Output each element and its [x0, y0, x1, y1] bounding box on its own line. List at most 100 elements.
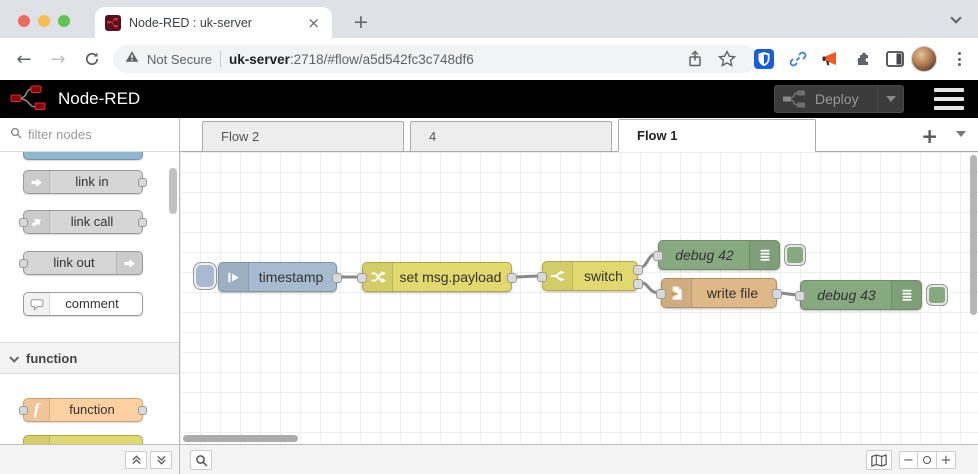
search-icon	[10, 126, 22, 144]
node-output-port	[138, 178, 147, 187]
palette-node-link-call[interactable]: link call	[19, 210, 147, 234]
palette-node-label: function	[69, 402, 115, 417]
inject-button[interactable]	[193, 262, 217, 290]
megaphone-extension-icon[interactable]	[819, 48, 841, 70]
flow-tab-label: Flow 1	[637, 128, 678, 143]
expand-all-categories-button[interactable]	[150, 451, 172, 469]
node-output-port[interactable]	[507, 273, 517, 283]
palette-node-comment[interactable]: comment	[23, 292, 143, 316]
node-label: write file	[706, 285, 759, 301]
back-button[interactable]: ←	[16, 48, 32, 70]
node-switch[interactable]: switch	[537, 261, 643, 291]
node-input-port[interactable]	[537, 272, 547, 282]
node-debug-42[interactable]: debug 42	[653, 240, 780, 270]
forward-button[interactable]: →	[50, 48, 66, 70]
browser-menu-icon[interactable]	[952, 48, 966, 70]
deploy-label: Deploy	[815, 91, 859, 107]
main-menu-icon[interactable]	[934, 88, 964, 110]
bookmark-star-icon[interactable]	[716, 48, 738, 70]
node-input-port[interactable]	[653, 251, 663, 261]
node-write-file[interactable]: write file	[656, 278, 782, 308]
palette-category-function[interactable]: function	[0, 342, 179, 374]
node-debug-43[interactable]: debug 43	[795, 280, 922, 310]
palette-filter[interactable]	[0, 118, 179, 152]
switch-icon	[543, 262, 573, 290]
address-bar[interactable]: Not Secure uk-server:2718/#flow/a5d542fc…	[113, 45, 757, 73]
node-change-set-msg-payload[interactable]: set msg.payload	[357, 262, 517, 292]
browser-tab-strip: Node-RED : uk-server × +	[0, 0, 978, 38]
node-input-port	[19, 259, 28, 268]
node-inject-timestamp[interactable]: timestamp	[218, 262, 342, 292]
flow-tab-bar: Flow 2 4 Flow 1 +	[180, 118, 978, 152]
flow-tab[interactable]: Flow 2	[202, 121, 404, 151]
link-out-icon	[116, 252, 142, 274]
profile-avatar[interactable]	[911, 46, 937, 72]
node-red-favicon	[105, 14, 121, 31]
add-flow-button[interactable]: +	[921, 124, 938, 148]
palette-node-link-in[interactable]: link in	[23, 170, 147, 194]
node-output-port[interactable]	[332, 273, 342, 283]
canvas-horizontal-scrollbar[interactable]	[183, 435, 298, 442]
flow-tab-active[interactable]: Flow 1	[618, 119, 816, 152]
node-label: debug 43	[817, 287, 876, 303]
debug-icon	[891, 281, 921, 309]
search-flows-button[interactable]	[190, 450, 212, 470]
new-tab-button[interactable]: +	[353, 11, 369, 33]
node-output-port-1[interactable]	[633, 265, 643, 275]
link-in-icon	[24, 171, 50, 193]
flow-tab-label: Flow 2	[221, 129, 260, 144]
link-call-icon	[24, 211, 50, 233]
window-zoom-button[interactable]	[58, 15, 70, 27]
node-label: set msg.payload	[399, 269, 502, 285]
debug-toggle-button[interactable]	[784, 244, 806, 266]
node-label: switch	[584, 268, 623, 284]
palette-node-function[interactable]: f function	[19, 398, 147, 422]
node-output-port[interactable]	[772, 289, 782, 299]
flow-tab-label: 4	[429, 129, 437, 144]
browser-toolbar: ← → Not Secure uk-server:2718/#flow/a5d5…	[0, 38, 978, 80]
reload-button[interactable]	[80, 47, 104, 71]
debug-toggle-button[interactable]	[926, 284, 948, 306]
palette-node-clipped-top[interactable]	[23, 152, 143, 160]
workspace-footer: − +	[180, 445, 978, 474]
flow-tab[interactable]: 4	[410, 121, 612, 151]
chevron-down-icon[interactable]	[950, 12, 962, 24]
node-output-port-2[interactable]	[633, 279, 643, 289]
url-host: uk-server	[229, 51, 290, 67]
palette-filter-input[interactable]	[28, 127, 158, 142]
flow-canvas[interactable]: timestamp set msg.payload switch	[180, 152, 978, 444]
node-input-port[interactable]	[795, 291, 805, 301]
collapse-all-categories-button[interactable]	[125, 451, 147, 469]
zoom-in-button[interactable]: +	[937, 451, 956, 469]
file-out-icon	[662, 279, 692, 307]
not-secure-label: Not Secure	[147, 51, 213, 67]
extensions-puzzle-icon[interactable]	[852, 48, 874, 70]
deploy-options-caret[interactable]	[877, 86, 903, 112]
zoom-out-button[interactable]: −	[899, 451, 918, 469]
side-panel-icon[interactable]	[884, 48, 906, 70]
palette-footer	[0, 445, 180, 474]
function-icon: f	[24, 399, 50, 421]
palette-scrollbar[interactable]	[169, 168, 177, 214]
window-close-button[interactable]	[18, 15, 30, 27]
browser-tab[interactable]: Node-RED : uk-server ×	[95, 7, 332, 38]
node-input-port[interactable]	[656, 289, 666, 299]
palette-scroll-area: link in link call link out comment	[0, 152, 179, 444]
flow-list-caret[interactable]	[956, 131, 966, 137]
debug-icon	[749, 241, 779, 269]
tab-close-icon[interactable]: ×	[307, 13, 320, 32]
switch-icon	[24, 436, 50, 444]
share-icon[interactable]	[684, 48, 706, 70]
deploy-button[interactable]: Deploy	[774, 85, 904, 113]
zoom-reset-button[interactable]	[918, 451, 937, 469]
palette-node-link-out[interactable]: link out	[19, 251, 143, 275]
bitwarden-extension-icon[interactable]	[753, 48, 775, 70]
window-minimize-button[interactable]	[38, 15, 50, 27]
canvas-vertical-scrollbar[interactable]	[970, 155, 977, 315]
node-input-port	[19, 406, 28, 415]
navigator-map-button[interactable]	[866, 450, 892, 470]
palette-node-clipped-bottom[interactable]	[23, 435, 143, 444]
node-input-port[interactable]	[357, 273, 367, 283]
link-extension-icon[interactable]	[787, 48, 809, 70]
